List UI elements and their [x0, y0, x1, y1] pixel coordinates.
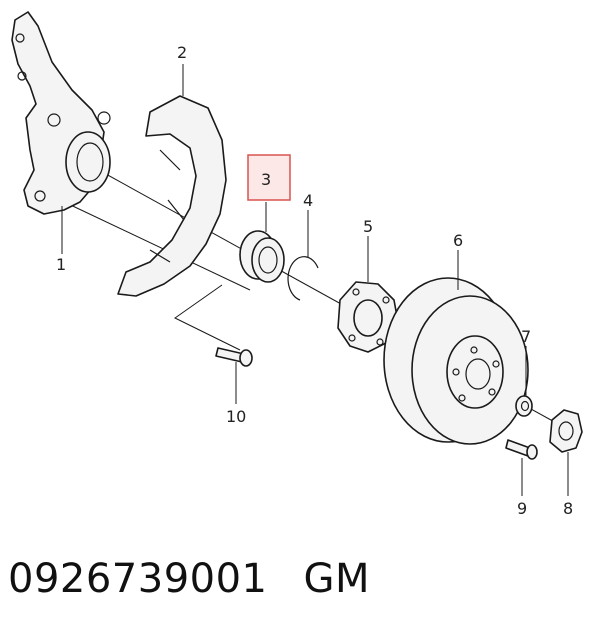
snap-ring: [287, 256, 319, 301]
callout-2: 2: [177, 43, 187, 62]
callout-5: 5: [363, 217, 373, 236]
exploded-hub-diagram: 1 2 3 4 5 6 7 8 9 10: [11, 11, 583, 518]
callout-3: 3: [261, 170, 271, 189]
steering-knuckle: [11, 11, 111, 215]
callout-10: 10: [226, 407, 246, 426]
brake-disc: [383, 277, 529, 445]
brand-name: GM: [303, 556, 371, 602]
shield-bolt: [215, 347, 253, 367]
lower-guide-line: [59, 199, 251, 291]
callout-4: 4: [303, 191, 313, 210]
callout-6: 6: [453, 231, 463, 250]
callout-1: 1: [56, 255, 66, 274]
part-caption: 0926739001 GM: [8, 556, 370, 602]
part-number: 0926739001: [8, 556, 268, 602]
wheel-bearing: [239, 230, 285, 283]
callout-8: 8: [563, 499, 573, 518]
callout-7: 7: [521, 327, 531, 346]
wheel-bolt: [505, 439, 538, 460]
highlight-box: [247, 154, 291, 201]
bolt-guide-line: [174, 284, 241, 351]
hub-nut: [549, 409, 583, 453]
callout-9: 9: [517, 499, 527, 518]
washer: [515, 395, 533, 417]
splash-shield: [117, 95, 227, 297]
